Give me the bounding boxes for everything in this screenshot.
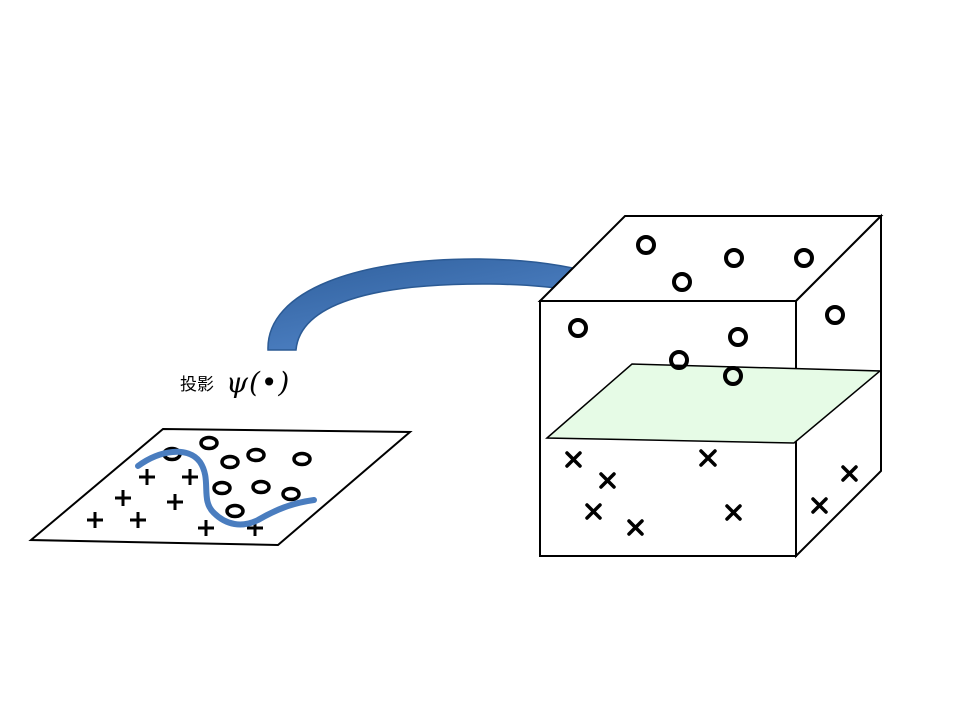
circle-marker (568, 318, 588, 338)
circle-marker (636, 235, 656, 255)
circle-marker (292, 451, 312, 467)
plus-marker (167, 494, 183, 510)
circle-marker (251, 479, 271, 495)
cross-marker (599, 472, 616, 489)
feature-space-cube (537, 213, 884, 559)
input-space (28, 427, 413, 547)
circle-marker (728, 327, 748, 347)
cross-marker (841, 465, 858, 482)
circle-marker (220, 454, 240, 470)
separating-hyperplane (545, 363, 882, 444)
input-plane (28, 427, 413, 547)
circle-marker (246, 447, 266, 463)
caption-word: 投影 (180, 375, 214, 395)
circle-marker (672, 272, 692, 292)
cross-marker (699, 449, 717, 467)
circle-marker (225, 503, 245, 519)
cross-marker (627, 519, 644, 536)
plus-marker (130, 512, 146, 528)
plus-marker (139, 469, 155, 485)
feature-circles (568, 235, 845, 386)
circle-marker (669, 350, 689, 370)
decision-boundary-curve (135, 448, 317, 528)
input-plus-markers (87, 469, 263, 536)
feature-crosses (565, 449, 858, 536)
cross-marker (811, 497, 828, 514)
input-circles (162, 435, 312, 519)
circle-marker (794, 248, 814, 268)
plus-marker (115, 490, 131, 506)
circle-marker (212, 480, 232, 496)
circle-marker (825, 305, 845, 325)
plus-marker (182, 469, 198, 485)
cross-marker (725, 504, 742, 521)
circle-marker (724, 248, 744, 268)
caption-formula: ψ(•) (226, 366, 291, 399)
plus-marker (198, 520, 214, 536)
cross-marker (565, 451, 582, 468)
circle-marker (281, 486, 301, 502)
circle-marker (723, 366, 743, 386)
plus-marker (87, 512, 103, 528)
cross-marker (585, 503, 602, 520)
projection-caption: 投影 ψ(•) (180, 366, 290, 399)
circle-marker (199, 435, 219, 451)
